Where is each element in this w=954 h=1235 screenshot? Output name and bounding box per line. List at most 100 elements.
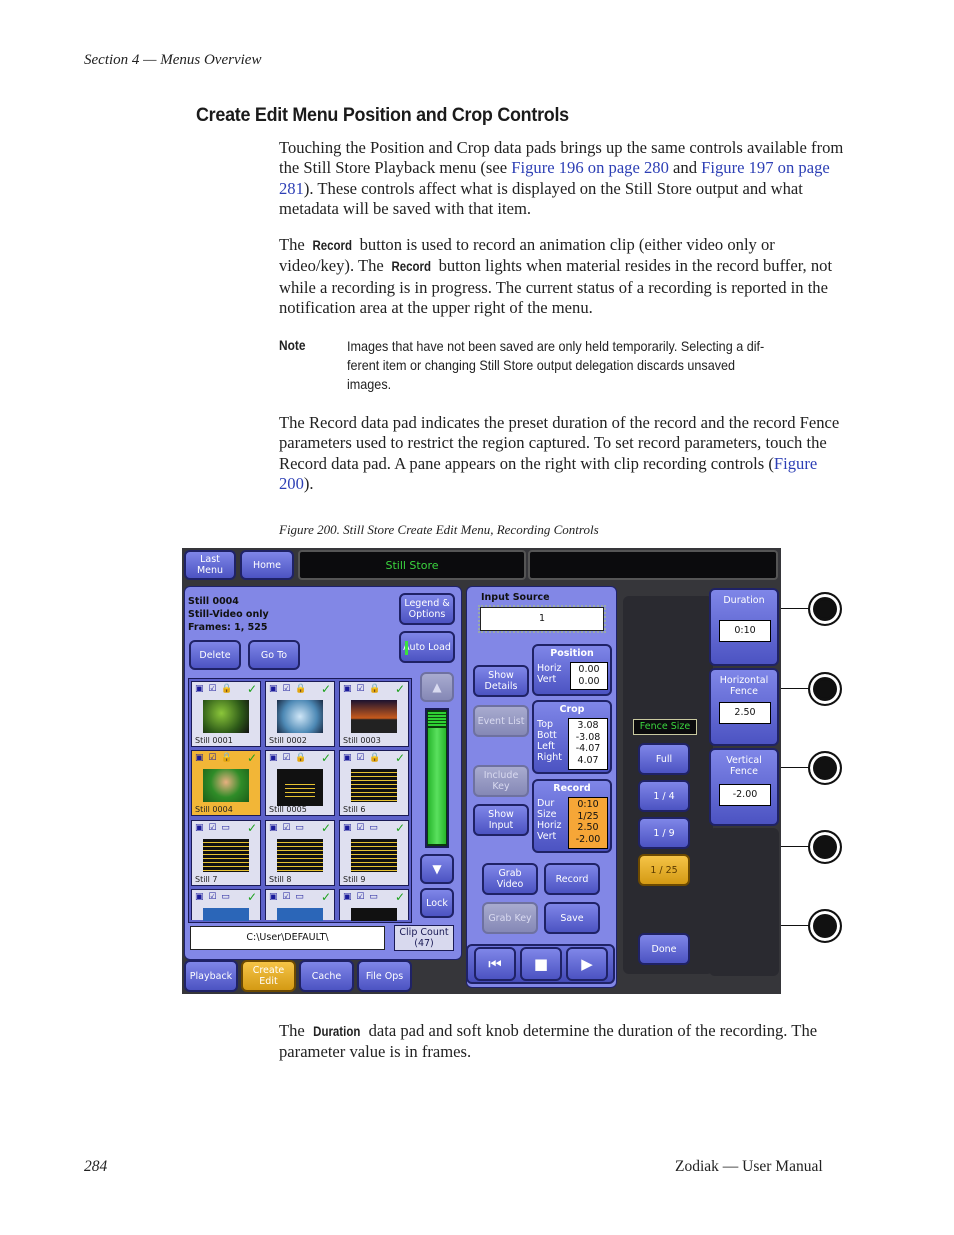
last-menu-button[interactable]: Last Menu [184,550,236,580]
fence-full-button[interactable]: Full [638,743,690,775]
thumbnail-still-9[interactable]: ▣ ☑ ▭✓ Still 9 [339,820,409,886]
tab-file-ops[interactable]: File Ops [357,960,412,992]
tab-create-edit[interactable]: Create Edit [241,960,296,992]
page-number: 284 [84,1158,108,1175]
delete-button[interactable]: Delete [189,640,241,670]
fence-twentyfifth-button[interactable]: 1 / 25 [638,854,690,886]
check-icon: ✓ [320,890,331,904]
record-button[interactable]: Record [544,863,600,895]
clip-status-icons: ▣ ☑ 🔒 [343,753,382,763]
clip-status-icons: ▣ ☑ ▭ [269,892,305,902]
thumbnail-still-0004[interactable]: ▣ ☑ 🔒✓ Still 0004 [191,750,261,816]
vertical-fence-label: Vertical Fence [726,755,762,777]
duration-label: Duration [723,595,765,606]
notification-area [528,550,778,580]
clip-image [203,839,249,872]
menu-title: Still Store [298,550,526,580]
link-figure-196[interactable]: Figure 196 on page 280 [511,158,669,178]
play-button[interactable]: ▶ [566,947,608,981]
thumbnail-label: Still 0001 [195,736,233,745]
duration-data-pad[interactable]: Duration 0:10 [709,588,779,666]
paragraph-3: The Record data pad indicates the preset… [279,413,840,493]
show-input-button[interactable]: Show Input [473,804,529,836]
path-field[interactable]: C:\User\DEFAULT\ [190,926,385,950]
thumbnail-label: Still 6 [343,805,366,814]
paragraph-4: The Duration data pad and soft knob dete… [279,1021,818,1062]
show-details-button[interactable]: Show Details [473,665,529,697]
soft-knob-2-icon[interactable] [808,672,842,706]
paragraph-1: Touching the Position and Crop data pads… [279,138,844,218]
vertical-fence-value: -2.00 [719,784,771,806]
clip-image [277,769,323,806]
thumbnail-still-8[interactable]: ▣ ☑ ▭✓ Still 8 [265,820,335,886]
vertical-fence-data-pad[interactable]: Vertical Fence -2.00 [709,748,779,826]
check-icon: ✓ [246,682,257,696]
lock-button[interactable]: Lock [420,888,454,918]
thumbnail-label: Still 0003 [343,736,381,745]
scrollbar-thumb[interactable] [428,728,446,844]
thumbnail-still-0003[interactable]: ▣ ☑ 🔒✓ Still 0003 [339,681,409,747]
clip-image [203,908,249,921]
scroll-down-button[interactable]: ▼ [420,854,454,884]
check-icon: ✓ [246,751,257,765]
horizontal-fence-data-pad[interactable]: Horizontal Fence 2.50 [709,668,779,746]
scrollbar-grip[interactable] [428,712,446,726]
soft-knob-5-icon[interactable] [808,909,842,943]
note-text: Images that have not been saved are only… [347,338,765,392]
home-button[interactable]: Home [240,550,294,580]
thumbnail-partial[interactable]: ▣ ☑ ▭ ✓ [265,889,335,921]
clip-status-icons: ▣ ☑ ▭ [343,823,379,833]
thumbnail-still-7[interactable]: ▣ ☑ ▭✓ Still 7 [191,820,261,886]
thumbnail-still-0001[interactable]: ▣ ☑ 🔒✓ Still 0001 [191,681,261,747]
rewind-button[interactable]: ⏮ [474,947,516,981]
link-figure-200[interactable]: Figure 200 [279,453,818,493]
thumbnail-still-0005[interactable]: ▣ ☑ 🔒✓ Still 0005 [265,750,335,816]
still-store-screenshot: Last Menu Home Still Store Still 0004 St… [182,548,781,994]
go-to-button[interactable]: Go To [248,640,300,670]
done-button[interactable]: Done [638,933,690,965]
fence-quarter-button[interactable]: 1 / 4 [638,780,690,812]
tab-playback[interactable]: Playback [184,960,238,992]
horizontal-fence-label: Horizontal Fence [719,675,769,697]
save-button[interactable]: Save [544,902,600,934]
event-list-button[interactable]: Event List [473,705,529,737]
clip-image [351,908,397,921]
link-figure-197[interactable]: Figure 197 on page 281 [279,158,830,198]
grab-video-button[interactable]: Grab Video [482,863,538,895]
input-source-field[interactable]: 1 [478,605,606,633]
duration-value: 0:10 [719,620,771,642]
soft-knob-4-icon[interactable] [808,830,842,864]
stop-button[interactable]: ■ [520,947,562,981]
tab-cache[interactable]: Cache [299,960,354,992]
grab-key-button[interactable]: Grab Key [482,902,538,934]
thumbnail-still-6[interactable]: ▣ ☑ 🔒✓ Still 6 [339,750,409,816]
fence-ninth-button[interactable]: 1 / 9 [638,817,690,849]
include-key-button[interactable]: Include Key [473,765,529,797]
auto-load-button[interactable]: Auto Load [399,631,455,663]
paragraph-2: The Record button is used to record an a… [279,235,833,317]
thumbnail-partial[interactable]: ▣ ☑ ▭✓ [339,889,409,921]
info-line-2: Still-Video only [188,609,269,620]
clip-image [203,769,249,802]
thumbnail-still-0002[interactable]: ▣ ☑ 🔒✓ Still 0002 [265,681,335,747]
clip-status-icons: ▣ ☑ 🔒 [269,753,308,763]
knob-leader-line [781,925,809,926]
knob-leader-line [781,688,809,689]
thumbnail-partial[interactable]: ▣ ☑ ▭✓ [191,889,261,921]
knob-leader-line [781,608,809,609]
soft-knob-3-icon[interactable] [808,751,842,785]
legend-options-button[interactable]: Legend & Options [399,593,455,625]
soft-knob-1-icon[interactable] [808,592,842,626]
clip-status-icons: ▣ ☑ 🔒 [269,684,308,694]
fence-size-label: Fence Size [633,719,697,735]
scroll-up-button[interactable]: ▲ [420,672,454,702]
scrollbar-track[interactable] [425,708,449,848]
check-icon: ✓ [394,890,405,904]
clip-image [277,908,323,921]
note-label: Note [279,337,306,353]
